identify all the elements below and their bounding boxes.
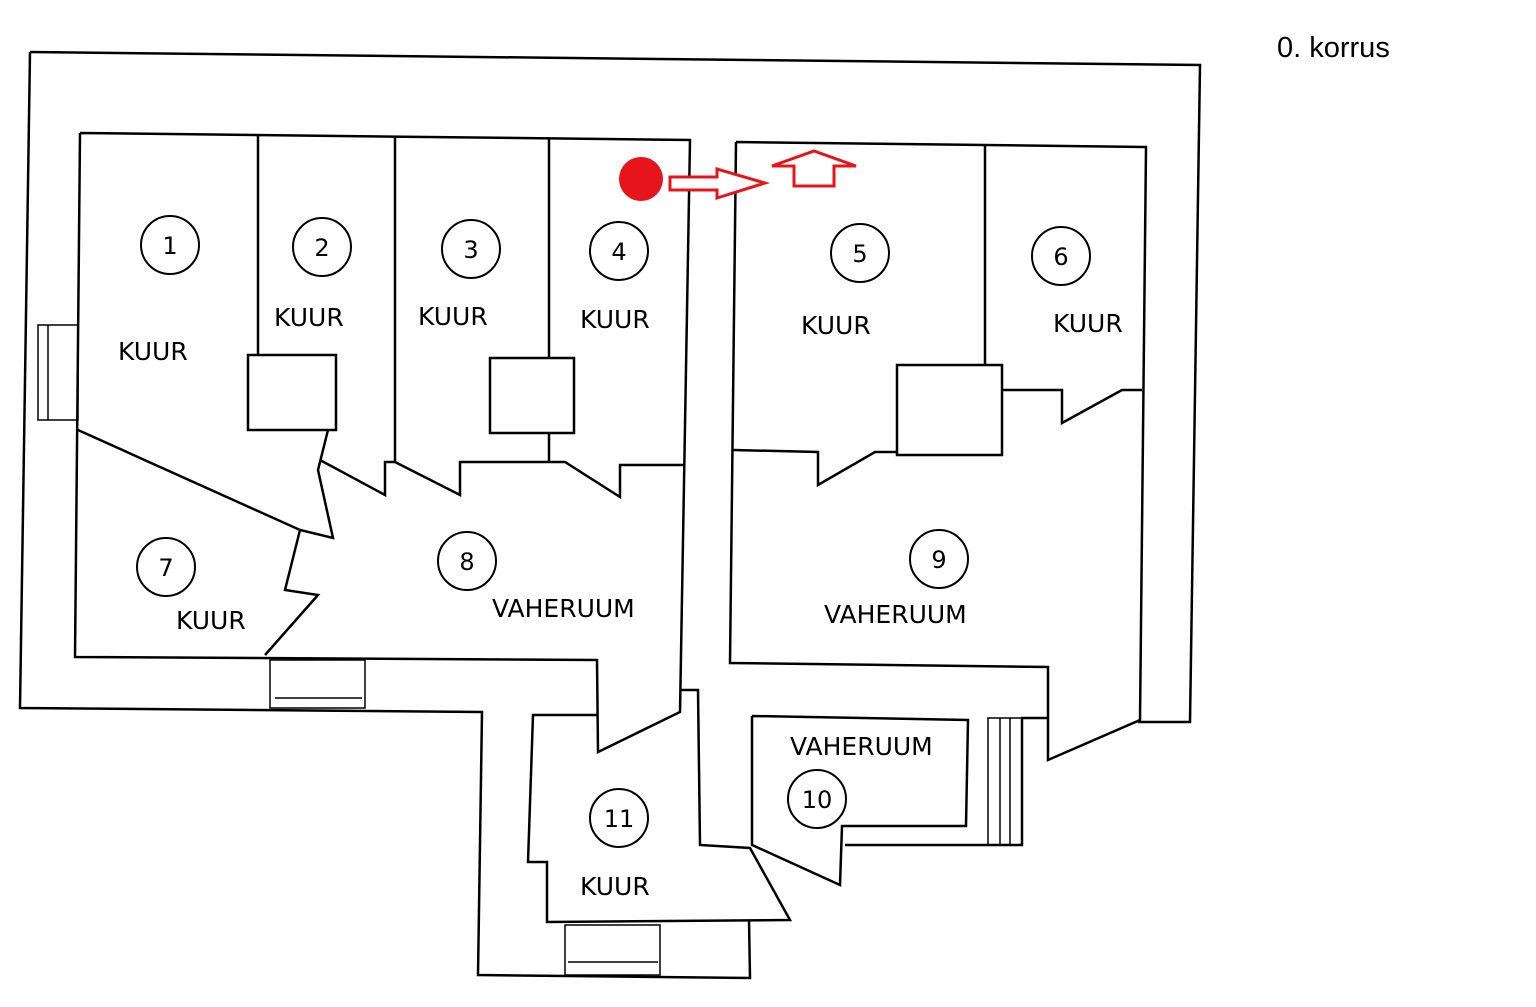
room-3[interactable]: 3 KUUR (418, 219, 501, 331)
room-number: 5 (852, 240, 867, 268)
outer-walls (18, 50, 1202, 980)
right-block-walls (728, 140, 1148, 762)
arrow-right-icon (668, 167, 771, 201)
room-label: KUUR (580, 305, 650, 334)
room-5[interactable]: 5 KUUR (801, 223, 890, 340)
room-label: VAHERUUM (790, 732, 933, 761)
room-label: VAHERUUM (492, 594, 635, 623)
room-4[interactable]: 4 KUUR (580, 221, 650, 334)
room-label: KUUR (418, 302, 488, 331)
floor-title: 0. korrus (1277, 32, 1390, 64)
room-label: KUUR (176, 606, 246, 635)
room-number: 1 (162, 232, 177, 260)
room-number: 4 (611, 238, 626, 266)
room-1[interactable]: 1 KUUR (118, 215, 200, 366)
room-label: KUUR (580, 872, 650, 901)
room-10[interactable]: 10 VAHERUUM (787, 732, 933, 829)
location-dot-icon (619, 157, 663, 201)
arrow-up-icon (771, 149, 857, 188)
room-number: 11 (604, 805, 635, 833)
room-number: 8 (459, 548, 474, 576)
room-number: 10 (802, 786, 833, 814)
room-label: KUUR (801, 311, 871, 340)
room-number: 2 (314, 234, 329, 262)
room-number: 3 (463, 236, 478, 264)
room-label: KUUR (118, 337, 188, 366)
room-8[interactable]: 8 VAHERUUM (437, 531, 635, 623)
room-9[interactable]: 9 VAHERUUM (824, 529, 969, 629)
room-label: KUUR (274, 303, 344, 332)
room-number: 6 (1053, 243, 1068, 271)
bottom-walls (526, 688, 970, 924)
room-number: 9 (931, 546, 946, 574)
left-block-walls (73, 131, 692, 754)
room-label: VAHERUUM (824, 600, 967, 629)
room-2[interactable]: 2 KUUR (274, 217, 352, 332)
room-6[interactable]: 6 KUUR (1031, 226, 1123, 338)
room-11[interactable]: 11 KUUR (580, 788, 650, 901)
room-7[interactable]: 7 KUUR (136, 537, 246, 635)
room-label: KUUR (1053, 309, 1123, 338)
room-number: 7 (158, 554, 173, 582)
